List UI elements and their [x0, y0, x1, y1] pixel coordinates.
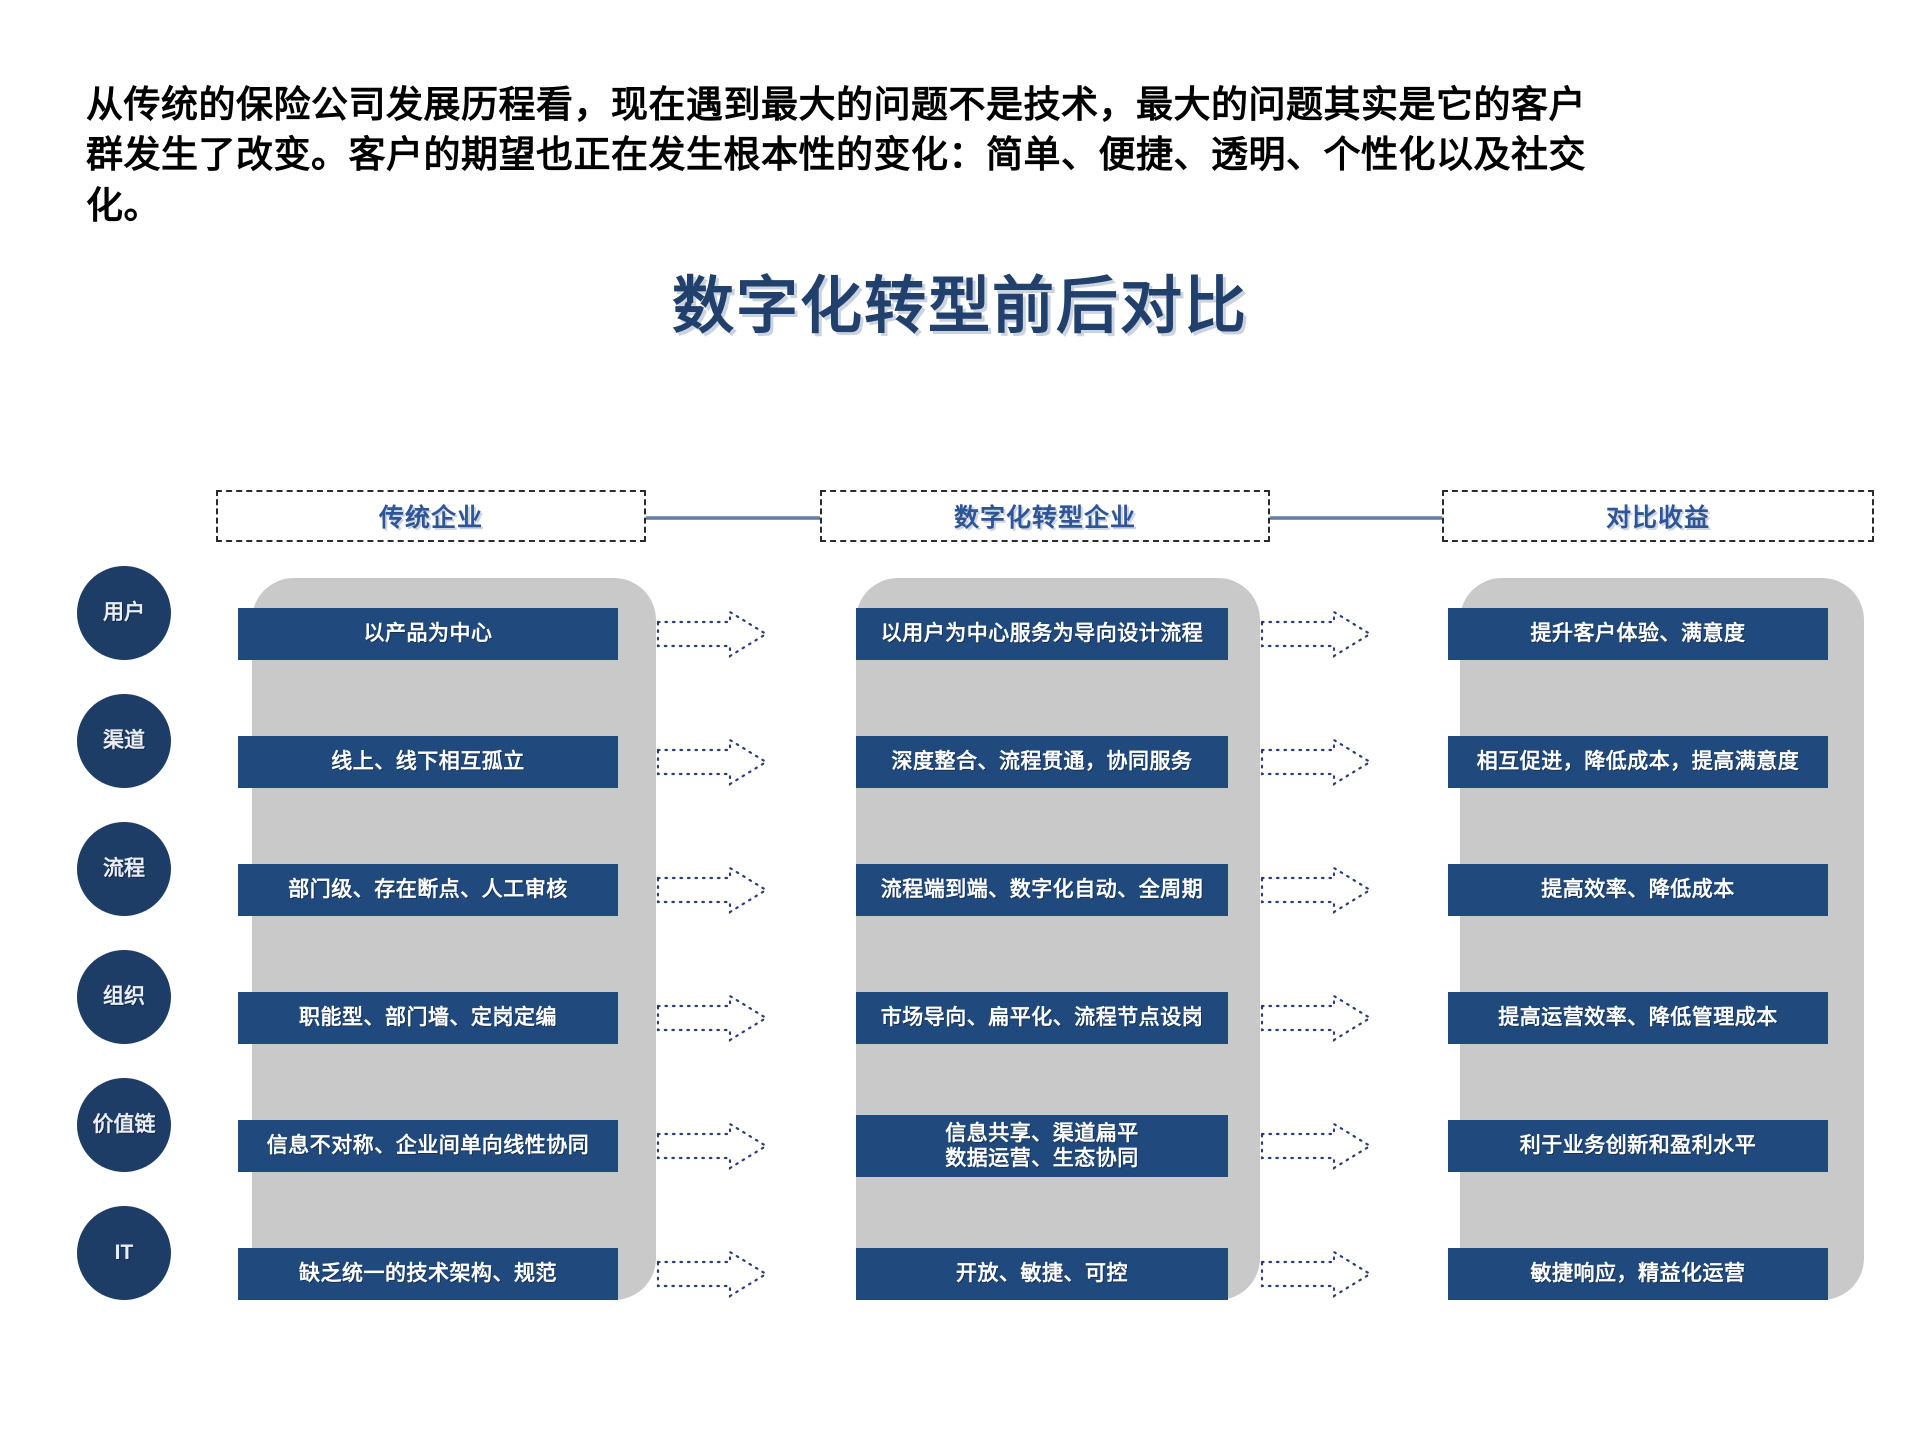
arrow-channel-2 — [1260, 736, 1372, 788]
arrow-it-2 — [1260, 1248, 1372, 1300]
item-digital-organization: 市场导向、扁平化、流程节点设岗 — [856, 992, 1228, 1044]
column-header-traditional: 传统企业 — [216, 490, 646, 542]
item-benefit-it: 敏捷响应，精益化运营 — [1448, 1248, 1828, 1300]
column-header-benefit-label: 对比收益 — [1605, 504, 1710, 532]
arrow-value-chain-1 — [656, 1120, 768, 1172]
item-digital-it: 开放、敏捷、可控 — [856, 1248, 1228, 1300]
column-header-digital: 数字化转型企业 — [820, 490, 1270, 542]
arrow-user-2 — [1260, 608, 1372, 660]
arrow-process-1 — [656, 864, 768, 916]
intro-paragraph: 从传统的保险公司发展历程看，现在遇到最大的问题不是技术，最大的问题其实是它的客户… — [86, 84, 1586, 226]
panel-benefit — [1460, 578, 1864, 1300]
item-digital-value-chain: 信息共享、渠道扁平 数据运营、生态协同 — [856, 1115, 1228, 1177]
item-benefit-value-chain: 利于业务创新和盈利水平 — [1448, 1120, 1828, 1172]
arrow-it-1 — [656, 1248, 768, 1300]
arrow-organization-2 — [1260, 992, 1372, 1044]
item-digital-channel: 深度整合、流程贯通，协同服务 — [856, 736, 1228, 788]
item-benefit-channel: 相互促进，降低成本，提高满意度 — [1448, 736, 1828, 788]
category-circle-organization: 组织 — [77, 950, 171, 1044]
arrow-process-2 — [1260, 864, 1372, 916]
column-header-benefit: 对比收益 — [1442, 490, 1874, 542]
item-digital-process: 流程端到端、数字化自动、全周期 — [856, 864, 1228, 916]
category-circle-channel: 渠道 — [77, 694, 171, 788]
item-benefit-user: 提升客户体验、满意度 — [1448, 608, 1828, 660]
item-traditional-channel: 线上、线下相互孤立 — [238, 736, 618, 788]
arrow-user-1 — [656, 608, 768, 660]
category-circle-user: 用户 — [77, 566, 171, 660]
item-benefit-process: 提高效率、降低成本 — [1448, 864, 1828, 916]
item-digital-user: 以用户为中心服务为导向设计流程 — [856, 608, 1228, 660]
item-traditional-it: 缺乏统一的技术架构、规范 — [238, 1248, 618, 1300]
item-traditional-user: 以产品为中心 — [238, 608, 618, 660]
item-benefit-organization: 提高运营效率、降低管理成本 — [1448, 992, 1828, 1044]
item-traditional-value-chain: 信息不对称、企业间单向线性协同 — [238, 1120, 618, 1172]
category-circle-process: 流程 — [77, 822, 171, 916]
item-traditional-organization: 职能型、部门墙、定岗定编 — [238, 992, 618, 1044]
item-traditional-process: 部门级、存在断点、人工审核 — [238, 864, 618, 916]
category-circle-value-chain: 价值链 — [77, 1078, 171, 1172]
column-header-digital-label: 数字化转型企业 — [953, 504, 1136, 532]
page-title: 数字化转型前后对比 — [671, 272, 1248, 341]
arrow-value-chain-2 — [1260, 1120, 1372, 1172]
column-header-traditional-label: 传统企业 — [378, 504, 483, 532]
panel-digital — [856, 578, 1260, 1300]
arrow-organization-1 — [656, 992, 768, 1044]
header-connector-2 — [1270, 516, 1442, 520]
arrow-channel-1 — [656, 736, 768, 788]
panel-traditional — [252, 578, 656, 1300]
header-connector-1 — [646, 516, 820, 520]
category-circle-it: IT — [77, 1206, 171, 1300]
